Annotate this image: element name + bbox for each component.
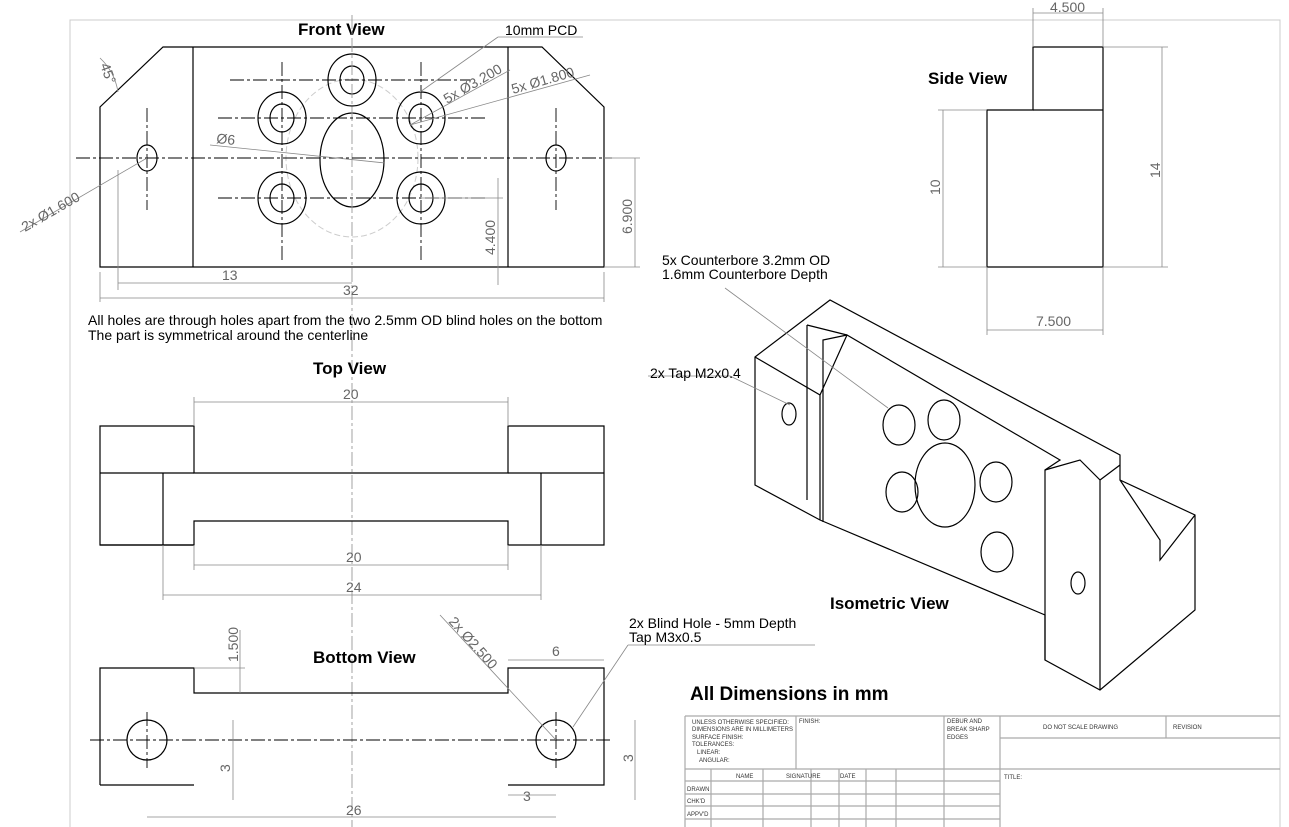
tb-surface-finish: SURFACE FINISH: [692, 735, 744, 741]
counterbore-holes [257, 53, 446, 225]
dim-bottom-20: 20 [346, 549, 362, 565]
cb-note-1: 5x Counterbore 3.2mm OD [662, 252, 830, 268]
tb-row-drawn: DRAWN [687, 787, 709, 793]
tb-row-chkd: CHK'D [687, 799, 706, 805]
center-dia-label: Ø6 [216, 130, 236, 148]
tb-finish: FINISH: [799, 719, 821, 725]
tb-angular: ANGULAR: [699, 758, 730, 764]
dim-4500: 4.500 [1050, 0, 1085, 15]
dim-3-bottom: 3 [523, 788, 531, 804]
tb-tolerances: TOLERANCES: [692, 742, 735, 748]
tap-note: 2x Tap M2x0.4 [650, 365, 741, 381]
tb-unless: UNLESS OTHERWISE SPECIFIED: [692, 720, 789, 726]
dim-26: 26 [346, 802, 362, 818]
dim-4400: 4.400 [482, 220, 498, 255]
dim-6: 6 [552, 643, 560, 659]
dim-32: 32 [343, 282, 359, 298]
blind-note-2: Tap M3x0.5 [629, 629, 702, 645]
isometric-view-title: Isometric View [830, 594, 950, 613]
dim-1500: 1.500 [225, 627, 241, 662]
tb-row-appvd: APPV'D [687, 812, 709, 818]
side-view-title: Side View [928, 69, 1008, 88]
iso-center-hole [914, 442, 976, 528]
blind-note-1: 2x Blind Hole - 5mm Depth [629, 615, 796, 631]
dim-7500: 7.500 [1036, 313, 1071, 329]
note-line-1: All holes are through holes apart from t… [88, 312, 602, 328]
isometric-view: 5x Counterbore 3.2mm OD 1.6mm Counterbor… [648, 252, 1196, 691]
tb-do-not-scale: DO NOT SCALE DRAWING [1043, 725, 1118, 731]
side-hole-dia-label: 2x Ø1.600 [19, 188, 83, 234]
top-view: Top View 20 20 24 [99, 359, 605, 600]
dim-3-right: 3 [620, 754, 636, 762]
pcd-label: 10mm PCD [505, 22, 577, 38]
blind-dia-label: 2x Ø2.500 [446, 613, 501, 672]
tb-col-signature: SIGNATURE [786, 774, 821, 780]
dim-24: 24 [346, 579, 362, 595]
tb-linear: LINEAR: [697, 750, 721, 756]
dim-10: 10 [927, 179, 943, 195]
cb-od-label: 5x Ø3.200 [441, 60, 505, 106]
hole-dia-label: 5x Ø1.800 [509, 64, 576, 97]
tb-debur-3: EDGES [947, 735, 968, 741]
cb-note-2: 1.6mm Counterbore Depth [662, 266, 828, 282]
dim-6900: 6.900 [619, 199, 635, 234]
bottom-view-title: Bottom View [313, 648, 416, 667]
front-view: Front View [19, 15, 640, 827]
side-view: Side View 4.500 14 10 7.500 [927, 0, 1168, 335]
dim-3-left: 3 [217, 764, 233, 772]
dim-14: 14 [1147, 162, 1163, 178]
angle-label: 45° [97, 61, 119, 86]
note-line-2: The part is symmetrical around the cente… [88, 327, 368, 343]
tb-col-date: DATE [840, 774, 856, 780]
tb-revision: REVISION [1173, 725, 1202, 731]
top-view-title: Top View [313, 359, 387, 378]
front-view-title: Front View [298, 20, 385, 39]
tb-debur-1: DEBUR AND [947, 719, 983, 725]
tb-title: TITLE: [1004, 775, 1022, 781]
tb-debur-2: BREAK SHARP [947, 727, 990, 733]
dim-13: 13 [222, 267, 238, 283]
dim-top-20: 20 [343, 386, 359, 402]
tb-col-name: NAME [736, 774, 753, 780]
tb-dims-mm: DIMENSIONS ARE IN MILLIMETERS [692, 727, 793, 733]
title-block: UNLESS OTHERWISE SPECIFIED: DIMENSIONS A… [684, 715, 1280, 827]
all-dimensions-note: All Dimensions in mm [690, 684, 888, 705]
sheet-border [69, 19, 1281, 827]
